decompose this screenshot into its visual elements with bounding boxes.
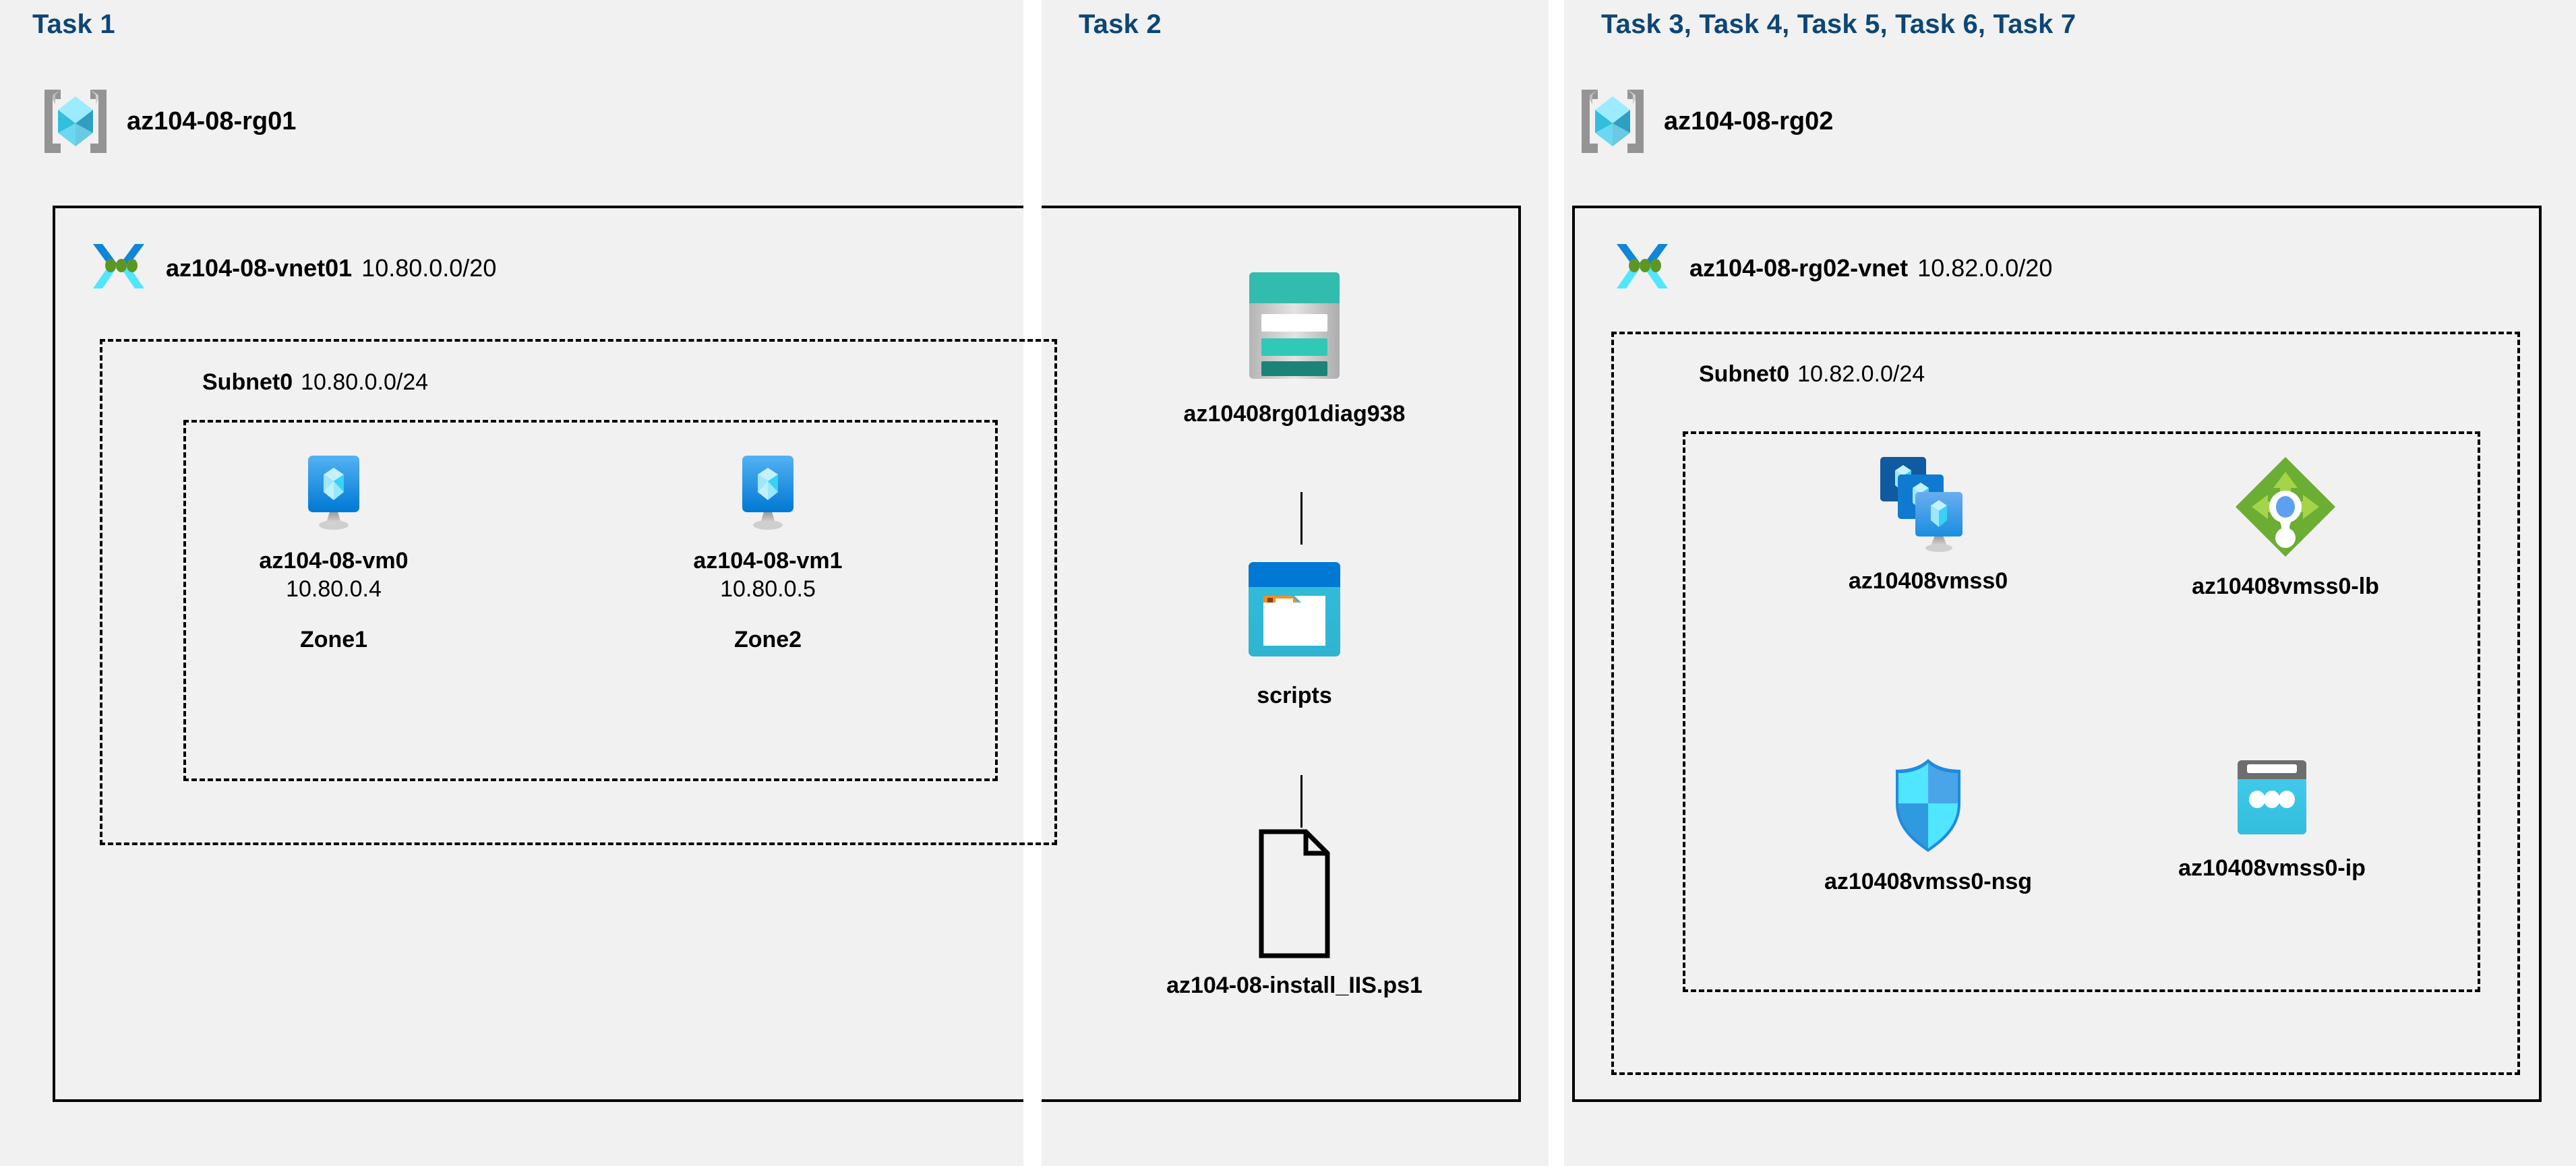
task-header-3: Task 3, Task 4, Task 5, Task 6, Task 7	[1601, 9, 2076, 39]
subnet-cidr: 10.82.0.0/24	[1797, 361, 1925, 387]
public-ip-name: az10408vmss0-ip	[2178, 855, 2366, 881]
storage-account-name: az10408rg01diag938	[1183, 401, 1406, 427]
vnet-boundary-task3	[1572, 206, 2542, 1102]
panel-task3	[1564, 0, 2576, 1166]
subnet-cidr: 10.80.0.0/24	[301, 369, 429, 395]
node-vmss: az10408vmss0	[1780, 453, 2076, 595]
resource-group-row-rg02: az104-08-rg02	[1578, 84, 1833, 158]
file-name: az104-08-install_IIS.ps1	[1166, 973, 1422, 998]
task-header-2: Task 2	[1079, 9, 1162, 39]
virtual-machine-icon	[222, 453, 445, 535]
load-balancer-name: az10408vmss0-lb	[2192, 574, 2379, 599]
node-blob-container: scripts	[1079, 554, 1510, 710]
node-load-balancer: az10408vmss0-lb	[2137, 453, 2434, 601]
blob-container-name: scripts	[1257, 683, 1332, 708]
storage-account-icon	[1079, 263, 1510, 388]
public-ip-address-icon	[2124, 755, 2420, 842]
subnet-name: Subnet0	[1699, 361, 1790, 387]
panel-task1	[0, 0, 1023, 1166]
virtual-network-icon	[1611, 237, 1673, 299]
node-vm1: az104-08-vm1 10.80.0.5 Zone2	[657, 453, 879, 653]
blob-container-icon	[1079, 554, 1510, 670]
nsg-name: az10408vmss0-nsg	[1824, 869, 2033, 894]
availability-zone-boundary	[183, 420, 998, 781]
vm-zone: Zone1	[299, 626, 368, 652]
vnet-cidr: 10.80.0.0/20	[361, 253, 497, 282]
resource-group-icon	[1578, 84, 1648, 158]
vm-ip: 10.80.0.5	[720, 576, 816, 603]
vm-scale-set-icon	[1780, 453, 2076, 555]
task-header-1: Task 1	[32, 9, 115, 39]
connector-storage-to-container	[1300, 492, 1302, 545]
resource-group-label: az104-08-rg02	[1664, 106, 1834, 135]
node-storage-account: az10408rg01diag938	[1079, 263, 1510, 428]
virtual-network-icon	[88, 237, 150, 299]
resource-group-icon	[40, 84, 111, 158]
vm-ip: 10.80.0.4	[286, 576, 382, 603]
load-balancer-icon	[2137, 453, 2434, 561]
node-vm0: az104-08-vm0 10.80.0.4 Zone1	[222, 453, 445, 653]
vm-name: az104-08-vm1	[693, 548, 843, 574]
vmss-name: az10408vmss0	[1848, 568, 2008, 594]
resource-group-row-rg01: az104-08-rg01	[40, 84, 296, 158]
node-file: az104-08-install_IIS.ps1	[1079, 828, 1510, 1000]
panel-gutter-1	[1023, 0, 1042, 1166]
subnet-label-task1: Subnet0 10.80.0.0/24	[202, 369, 428, 396]
file-document-icon	[1079, 828, 1510, 960]
connector-container-to-file	[1300, 775, 1302, 828]
subnet-boundary-task1	[100, 339, 1057, 845]
vnet-name: az104-08-rg02-vnet	[1689, 253, 1909, 282]
vnet-row-task1: az104-08-vnet01 10.80.0.0/20	[88, 237, 496, 299]
vm-zone: Zone2	[733, 626, 802, 652]
virtual-machine-icon	[657, 453, 879, 535]
vm-name: az104-08-vm0	[259, 548, 409, 574]
subnet-boundary-task3	[1611, 332, 2520, 1075]
panel-gutter-2	[1549, 0, 1564, 1166]
vnet-cidr: 10.82.0.0/20	[1917, 253, 2053, 282]
network-security-group-icon	[1766, 755, 2090, 856]
subnet-label-task3: Subnet0 10.82.0.0/24	[1699, 361, 1925, 388]
subnet-name: Subnet0	[202, 369, 293, 395]
node-network-security-group: az10408vmss0-nsg	[1766, 755, 2090, 896]
vnet-boundary-task1	[53, 206, 1521, 1102]
vnet-row-task3: az104-08-rg02-vnet 10.82.0.0/20	[1611, 237, 2052, 299]
node-public-ip: az10408vmss0-ip	[2124, 755, 2420, 882]
vmss-resource-boundary	[1683, 431, 2480, 992]
vnet-name: az104-08-vnet01	[166, 253, 353, 282]
resource-group-label: az104-08-rg01	[127, 106, 297, 135]
